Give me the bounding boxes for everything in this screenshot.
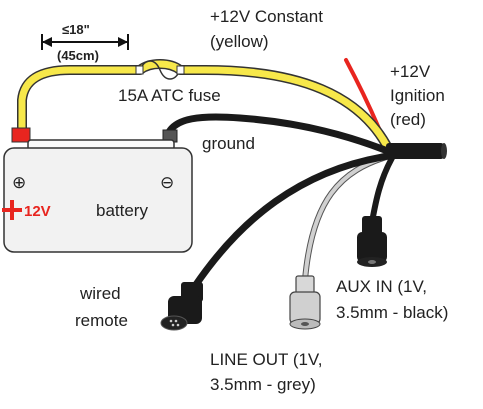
line-out-connector	[289, 275, 321, 330]
battery-voltage-label: 12V	[24, 203, 51, 220]
ignition-label: +12V	[390, 62, 431, 81]
remote-wire	[191, 152, 392, 290]
plus-terminal-label: ⊕	[12, 173, 26, 192]
aux-in-label: AUX IN (1V,	[336, 277, 427, 296]
harness-connector	[386, 143, 447, 159]
minus-terminal-label: ⊖	[160, 173, 174, 192]
line-out-spec-label: 3.5mm - grey)	[210, 375, 316, 394]
ground-wire	[164, 113, 394, 156]
battery	[2, 127, 193, 253]
aux-wire	[369, 155, 395, 225]
ground-label: ground	[202, 134, 255, 153]
fuse-label: 15A ATC fuse	[118, 86, 221, 105]
battery-label: battery	[96, 201, 148, 220]
constant-wire	[17, 59, 393, 153]
constant-label: +12V Constant	[210, 7, 323, 26]
ignition-label-2: Ignition	[390, 86, 445, 105]
ignition-color-label: (red)	[390, 110, 426, 129]
length-metric-label: (45cm)	[57, 48, 99, 63]
remote-label-2: remote	[75, 311, 128, 330]
length-label: ≤18"	[62, 22, 90, 37]
line-out-label: LINE OUT (1V,	[210, 350, 322, 369]
fuse-icon	[135, 60, 185, 80]
remote-connector	[160, 282, 203, 331]
length-dimension	[41, 34, 129, 50]
aux-in-connector	[357, 216, 387, 267]
remote-label: wired	[79, 284, 121, 303]
constant-color-label: (yellow)	[210, 32, 269, 51]
aux-in-spec-label: 3.5mm - black)	[336, 303, 448, 322]
